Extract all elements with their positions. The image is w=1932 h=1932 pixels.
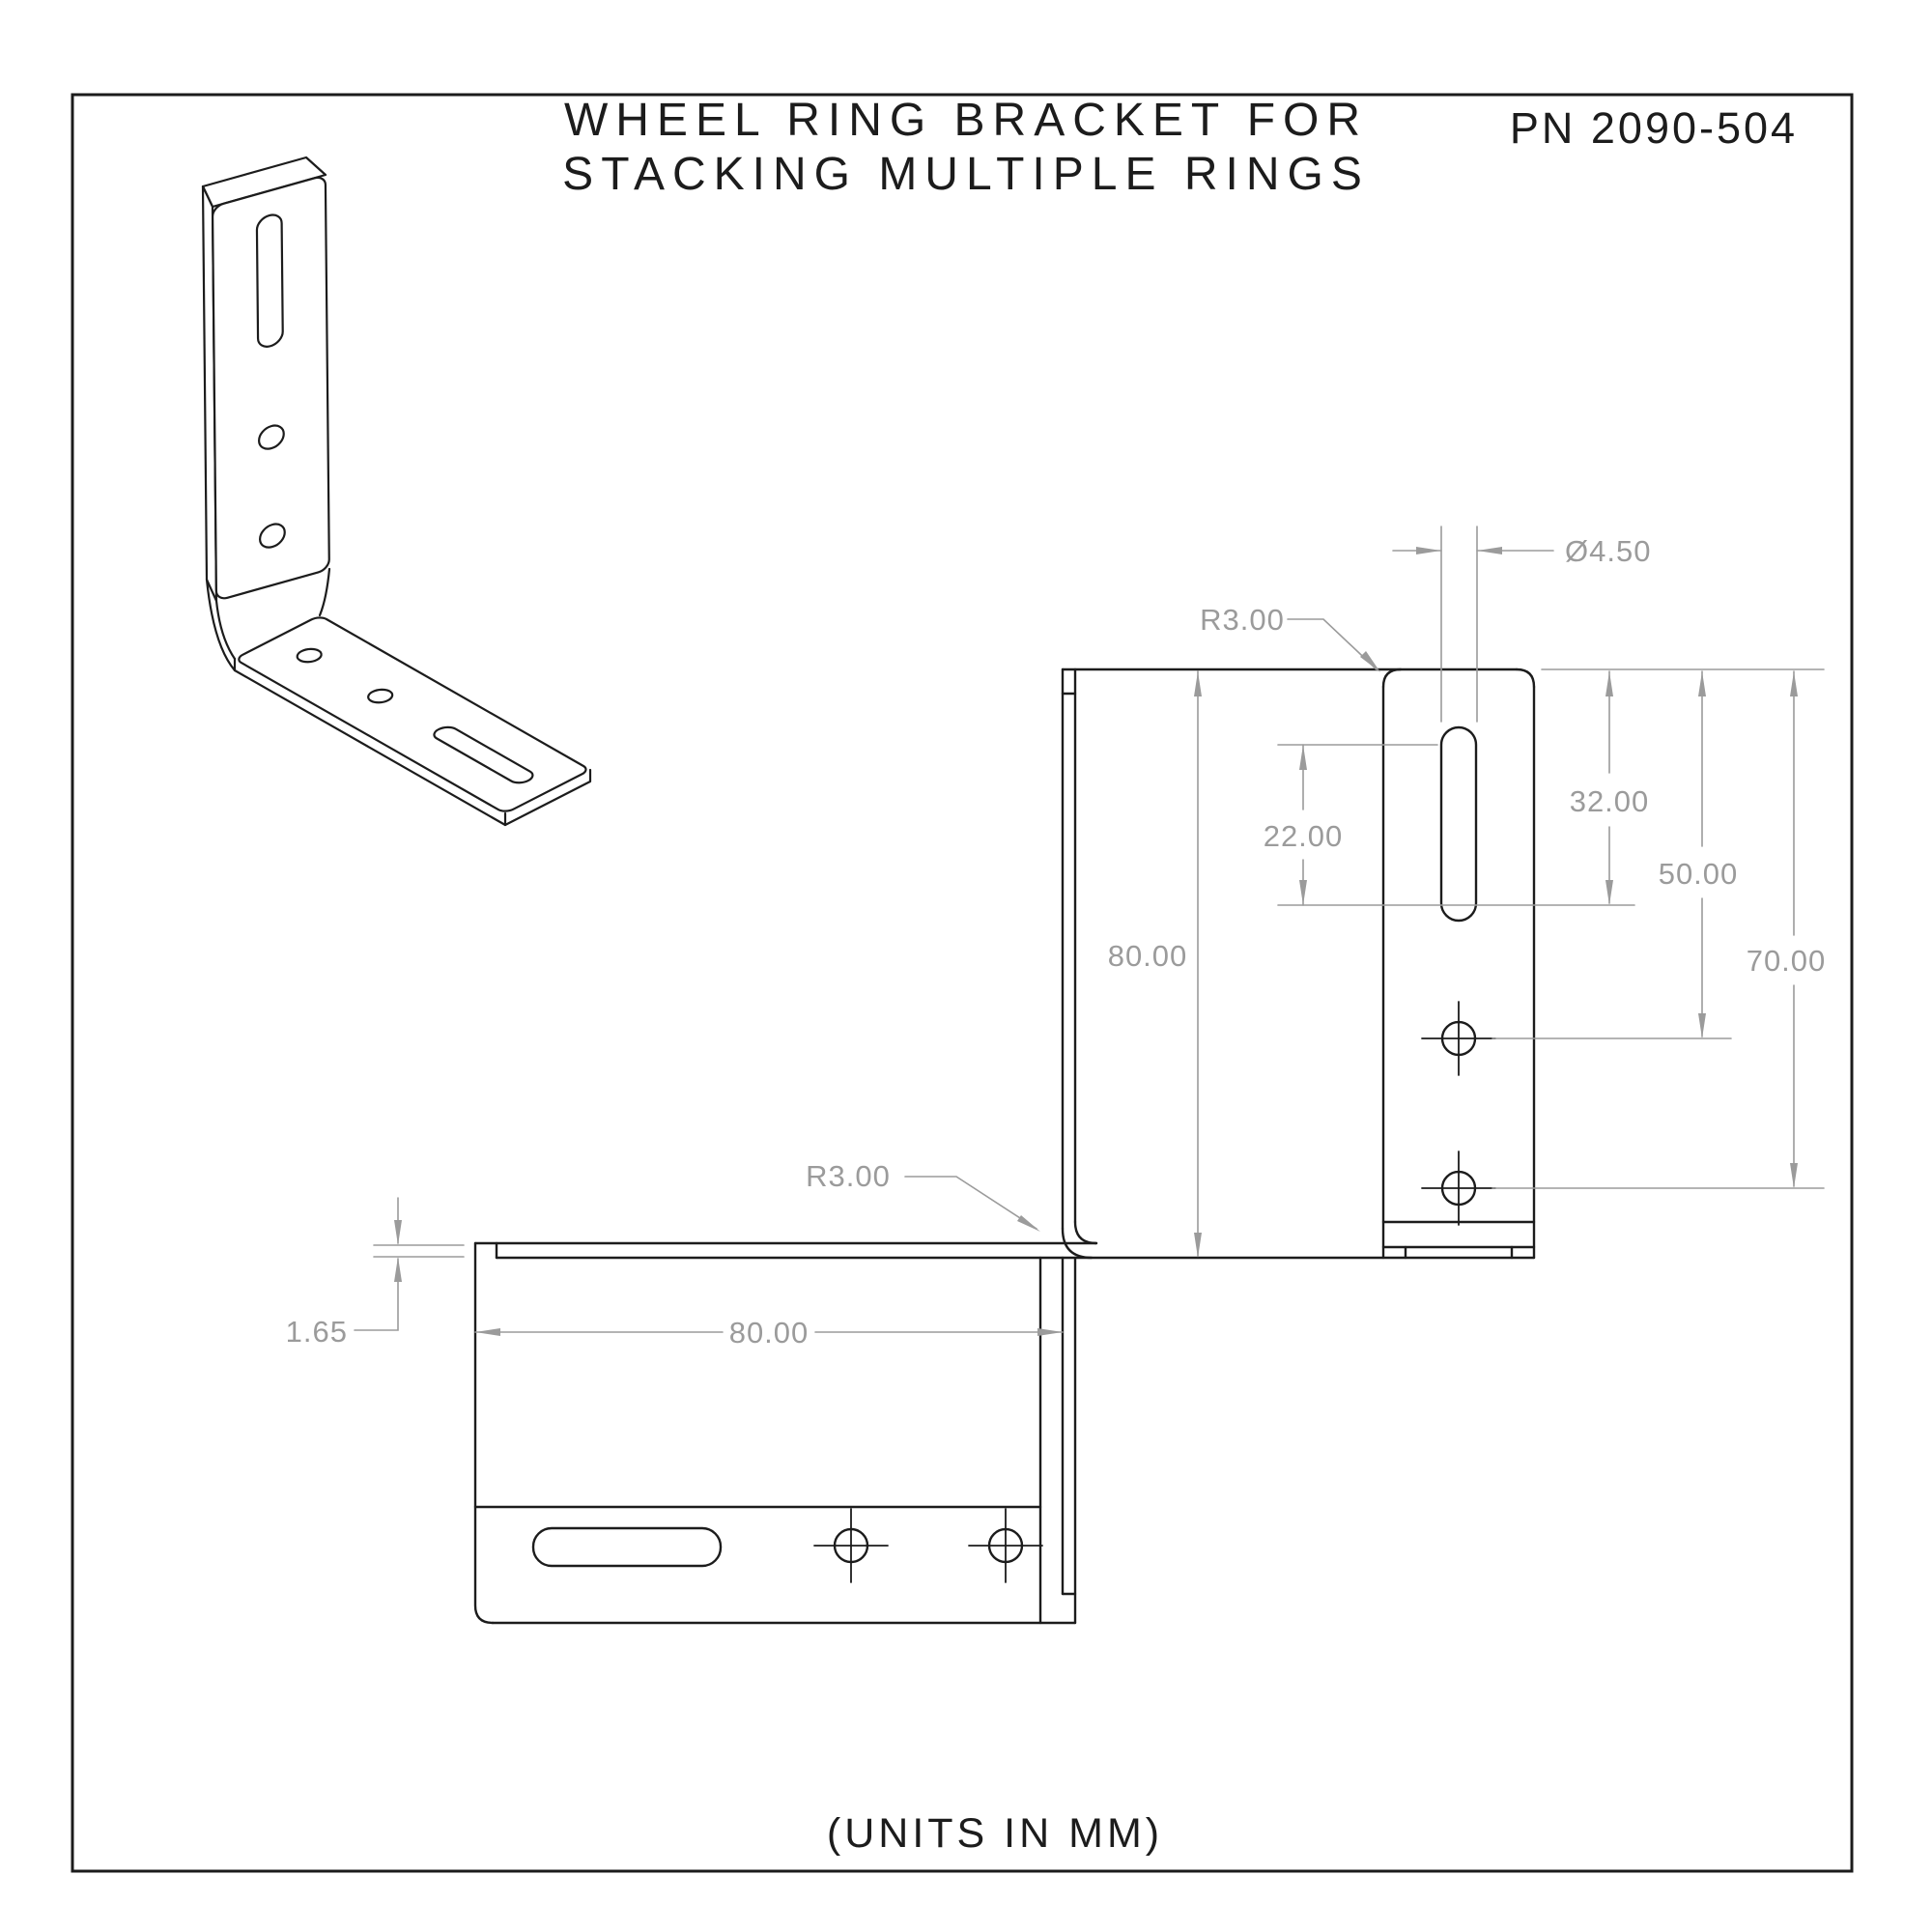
dim-bend-radius: R3.00 [806,1159,891,1193]
iso-vertical-plate [213,175,329,601]
vertical-hole-2-centermark [1421,1151,1496,1226]
iso-vertical-hole-2 [260,522,285,551]
flange-fillet-left [1381,668,1403,689]
dim-slot-bottom-from-top: 32.00 [1570,784,1650,818]
iso-vertical-hole-1 [259,423,284,452]
dim-horizontal-leg-length: 80.00 [729,1316,810,1350]
arrowheads [394,547,1798,1336]
part-number: PN 2090-504 [1510,103,1798,153]
iso-vertical-slot [257,213,283,350]
horizontal-hole-2-centermark [968,1508,1043,1583]
orthographic-view [473,668,1536,1625]
iso-horizontal-hole-2 [363,687,397,705]
dia-extension-lines [1440,526,1478,723]
dim-slot-length: 22.00 [1264,819,1344,853]
isometric-view [201,156,590,827]
sheet-border [71,93,1854,1873]
dim-lower-hole-from-top: 70.00 [1747,944,1827,978]
radius-bend-leader [904,1176,1037,1230]
flange-fillet-right [1515,668,1536,689]
iso-horizontal-plate [235,615,590,813]
vertical-slot [1439,725,1478,923]
lower-leg-left-edge [473,1241,495,1625]
dim-vertical-leg-length: 80.00 [1108,939,1188,973]
dim-hole-diameter: Ø4.50 [1565,534,1651,568]
units-note: (UNITS IN MM) [827,1810,1163,1857]
radius-top-leader [1287,618,1378,670]
drawing-title-line1: WHEEL RING BRACKET FOR [564,95,1368,146]
horizontal-hole-1-centermark [813,1508,889,1583]
dimension-lines [354,526,1825,1336]
thickness-dim-line [354,1197,399,1331]
iso-horizontal-hole-1 [293,646,327,665]
dimension-labels: Ø4.50 R3.00 22.00 32.00 50.00 70.00 80.0… [286,534,1827,1350]
thickness-extension-lines [373,1244,465,1258]
bend-inner-radius [1073,1220,1098,1245]
vertical-hole-1-centermark [1421,1001,1496,1076]
iso-horizontal-slot [429,724,537,785]
horizontal-slot [531,1526,723,1568]
iso-bend-outer [214,599,237,661]
dim-flange-corner-radius: R3.00 [1200,603,1285,637]
drawing-title-line2: STACKING MULTIPLE RINGS [562,149,1370,200]
dim-sheet-thickness: 1.65 [286,1315,348,1349]
dim-upper-hole-from-top: 50.00 [1659,857,1739,891]
iso-bend-inner [318,567,331,617]
iso-bend-sheet-edge [205,578,237,672]
drawing-header: WHEEL RING BRACKET FOR STACKING MULTIPLE… [562,95,1798,200]
